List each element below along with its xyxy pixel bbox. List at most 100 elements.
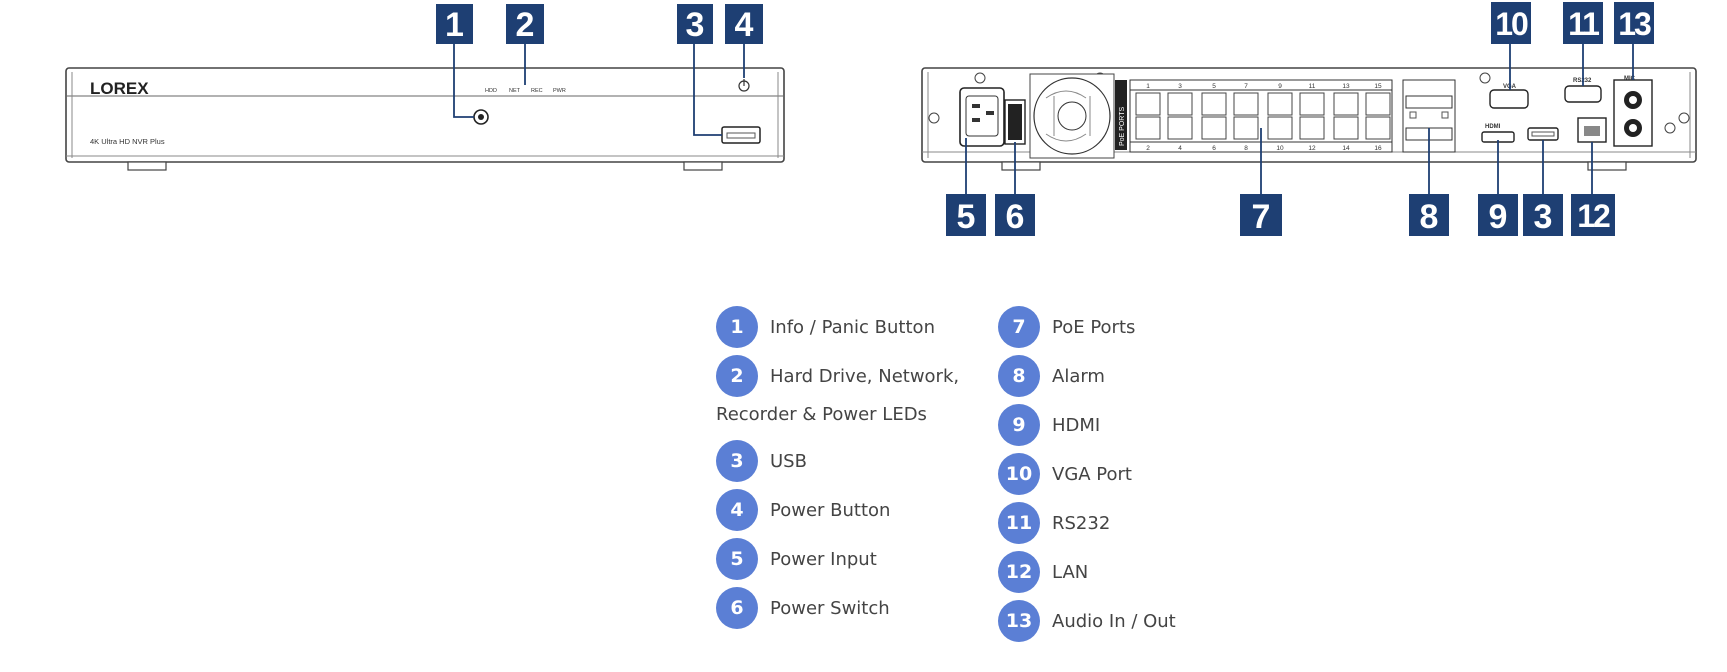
- svg-text:11: 11: [1568, 6, 1599, 42]
- legend-label: HDMI: [1052, 414, 1101, 436]
- legend-number-badge: 1: [716, 306, 758, 348]
- legend-left-column: 1 Info / Panic Button 2 Hard Drive, Netw…: [716, 306, 959, 636]
- svg-text:13: 13: [1618, 6, 1651, 42]
- callout-rear-5: 5: [946, 194, 986, 236]
- legend-label: USB: [770, 450, 807, 472]
- rj45-port-icon: [1135, 116, 1161, 140]
- poe-port-number: 12: [1308, 145, 1316, 152]
- legend-number-badge: 13: [998, 600, 1040, 642]
- poe-port-number: 16: [1374, 145, 1382, 152]
- rj45-port-icon: [1233, 116, 1259, 140]
- front-panel: LOREX 4K Ultra HD NVR Plus HDD NET REC P…: [65, 42, 785, 171]
- mic-label: MIC: [1624, 76, 1636, 82]
- legend-item-1: 1 Info / Panic Button: [716, 306, 959, 348]
- legend-label: VGA Port: [1052, 463, 1132, 485]
- rj45-port-icon: [1201, 116, 1227, 140]
- svg-text:9: 9: [1489, 198, 1508, 236]
- legend-label: Power Input: [770, 548, 877, 570]
- svg-text:3: 3: [1534, 198, 1553, 236]
- legend-label: Power Button: [770, 499, 891, 521]
- legend-number-badge: 2: [716, 355, 758, 397]
- legend-label-line2: Recorder & Power LEDs: [716, 404, 927, 425]
- legend-number-badge: 4: [716, 489, 758, 531]
- rj45-port-icon: [1233, 92, 1259, 116]
- led-label-rec: REC: [531, 88, 543, 94]
- legend-item-3: 3 USB: [716, 440, 959, 482]
- svg-text:7: 7: [1252, 198, 1271, 236]
- rj45-port-icon: [1267, 116, 1293, 140]
- legend-label: PoE Ports: [1052, 316, 1136, 338]
- poe-port-number: 14: [1342, 145, 1350, 152]
- callout-rear-10: 10: [1491, 2, 1531, 44]
- led-label-pwr: PWR: [553, 88, 566, 94]
- svg-text:8: 8: [1420, 198, 1439, 236]
- rj45-port-icon: [1365, 116, 1391, 140]
- legend-number-badge: 5: [716, 538, 758, 580]
- legend-number-badge: 10: [998, 453, 1040, 495]
- poe-port-number: 1: [1146, 83, 1150, 90]
- legend-number-badge: 12: [998, 551, 1040, 593]
- svg-text:12: 12: [1577, 198, 1610, 234]
- callout-rear-13: 13: [1614, 2, 1654, 44]
- svg-text:6: 6: [1006, 198, 1025, 236]
- callout-front-3: 3: [677, 4, 713, 44]
- rj45-port-icon: [1267, 92, 1293, 116]
- legend-right-column: 7 PoE Ports 8 Alarm 9 HDMI 10 VGA Port 1…: [998, 306, 1176, 649]
- rj45-port-icon: [1333, 116, 1359, 140]
- callout-front-1: 1: [436, 4, 473, 44]
- svg-text:5: 5: [957, 198, 976, 236]
- legend-label-line1: Hard Drive, Network,: [770, 365, 960, 387]
- poe-port-number: 5: [1212, 83, 1216, 90]
- rj45-port-icon: [1299, 92, 1325, 116]
- poe-port-number: 3: [1178, 83, 1182, 90]
- rj45-port-icon: [1167, 116, 1193, 140]
- poe-port-number: 2: [1146, 145, 1150, 152]
- rj45-port-icon: [1201, 92, 1227, 116]
- legend-item-11: 11 RS232: [998, 502, 1176, 544]
- legend-number-badge: 11: [998, 502, 1040, 544]
- callout-rear-7: 7: [1240, 194, 1282, 236]
- callout-rear-6: 6: [995, 194, 1035, 236]
- poe-port-number: 6: [1212, 145, 1216, 152]
- poe-port-number: 7: [1244, 83, 1248, 90]
- power-button-icon: [738, 79, 750, 92]
- rj45-port-icon: [1333, 92, 1359, 116]
- legend-item-8: 8 Alarm: [998, 355, 1176, 397]
- svg-text:4: 4: [735, 6, 754, 44]
- poe-port-number: 8: [1244, 145, 1248, 152]
- rj45-port-icon: [1167, 92, 1193, 116]
- model-text: 4K Ultra HD NVR Plus: [90, 137, 165, 146]
- poe-port-number: 11: [1309, 83, 1316, 90]
- poe-port-number: 9: [1278, 83, 1282, 90]
- legend-label: RS232: [1052, 512, 1111, 534]
- fan-icon: [1029, 73, 1115, 159]
- rj45-port-icon: [1299, 116, 1325, 140]
- svg-text:1: 1: [445, 6, 464, 44]
- legend-label: LAN: [1052, 561, 1089, 583]
- callout-rear-9: 9: [1478, 194, 1518, 236]
- legend-number-badge: 9: [998, 404, 1040, 446]
- legend-item-12: 12 LAN: [998, 551, 1176, 593]
- legend-item-9: 9 HDMI: [998, 404, 1176, 446]
- lan-port-icon: [1577, 117, 1607, 143]
- poe-port-number: 4: [1178, 145, 1182, 152]
- callout-rear-12: 12: [1571, 194, 1615, 236]
- poe-port-number: 15: [1374, 83, 1382, 90]
- legend-item-13: 13 Audio In / Out: [998, 600, 1176, 642]
- power-input-icon: [959, 87, 1005, 147]
- legend-item-4: 4 Power Button: [716, 489, 959, 531]
- callout-rear-8: 8: [1409, 194, 1449, 236]
- led-label-hdd: HDD: [485, 88, 497, 94]
- legend-label: Info / Panic Button: [770, 316, 935, 338]
- callout-front-2: 2: [506, 4, 544, 44]
- svg-text:10: 10: [1495, 6, 1528, 42]
- front-usb-port-icon: [721, 126, 761, 144]
- legend-item-5: 5 Power Input: [716, 538, 959, 580]
- poe-label: PoE PORTS: [1119, 107, 1126, 146]
- legend-item-7: 7 PoE Ports: [998, 306, 1176, 348]
- led-label-net: NET: [509, 88, 521, 94]
- callout-rear-11: 11: [1563, 2, 1603, 44]
- legend-label: Alarm: [1052, 365, 1105, 387]
